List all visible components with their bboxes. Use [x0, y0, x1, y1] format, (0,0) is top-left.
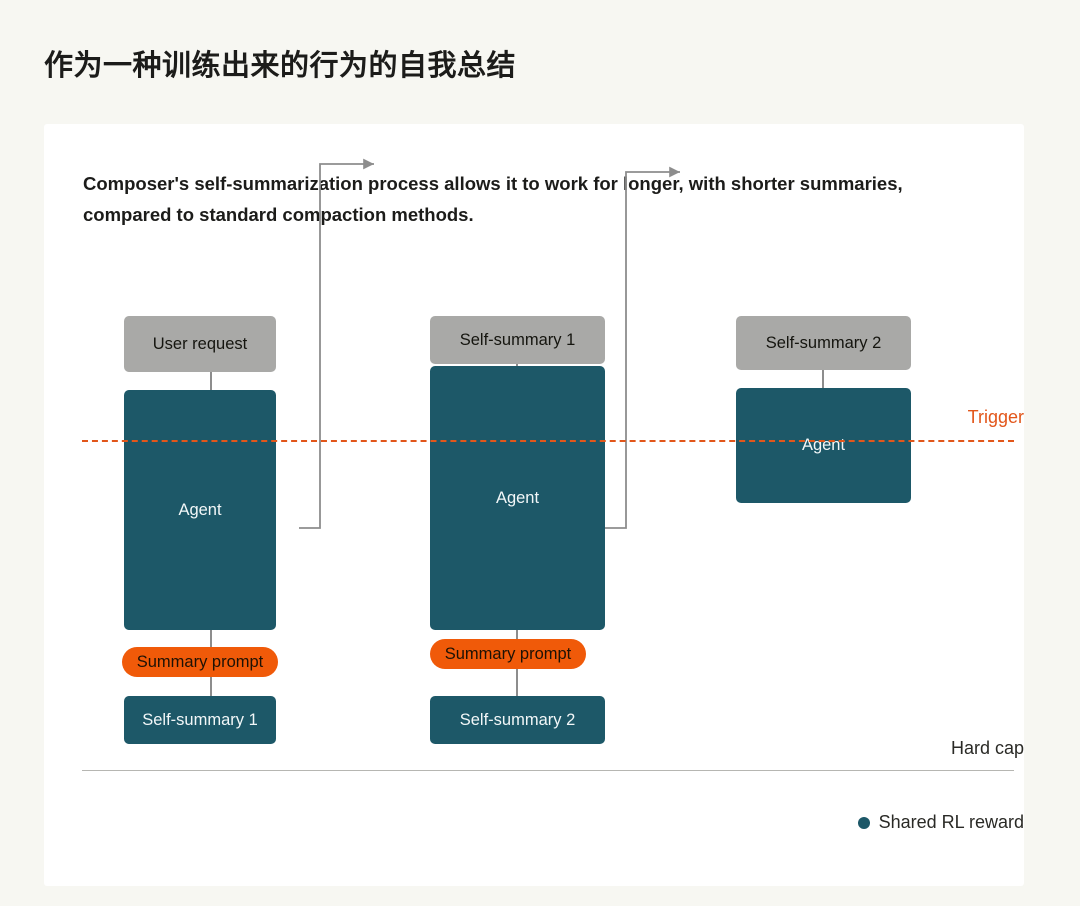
- legend: Shared RL reward: [857, 812, 1024, 833]
- node-agent-col3[interactable]: Agent: [736, 388, 911, 503]
- stem-col3-input: [822, 368, 824, 392]
- pill-summary-prompt-col2[interactable]: Summary prompt: [430, 639, 586, 669]
- card-subtitle: Composer's self-summarization process al…: [83, 173, 903, 225]
- stem-col1-input: [210, 370, 212, 392]
- hard-cap-line: [82, 770, 1014, 771]
- node-self-summary-1-input[interactable]: Self-summary 1: [430, 316, 605, 364]
- node-self-summary-1-col1[interactable]: Self-summary 1: [124, 696, 276, 744]
- hard-cap-label: Hard cap: [950, 738, 1024, 758]
- stem-col1-prompt: [210, 675, 212, 698]
- node-self-summary-2-input[interactable]: Self-summary 2: [736, 316, 911, 370]
- node-agent-col2[interactable]: Agent: [430, 366, 605, 630]
- page-title: 作为一种训练出来的行为的自我总结: [44, 50, 517, 82]
- trigger-label: Trigger: [967, 407, 1024, 427]
- stem-col2-prompt: [516, 667, 518, 698]
- stem-col2-agent: [516, 628, 518, 644]
- connector-col1-to-col2: [299, 158, 374, 529]
- trigger-line: [82, 440, 1014, 442]
- stem-col1-agent: [210, 628, 212, 652]
- node-self-summary-2-col2[interactable]: Self-summary 2: [430, 696, 605, 744]
- flow-diagram: User request Agent Summary prompt Self-s…: [44, 124, 1024, 886]
- connector-col2-to-col3: [605, 166, 680, 529]
- node-user-request[interactable]: User request: [124, 316, 276, 372]
- pill-summary-prompt-col1[interactable]: Summary prompt: [122, 647, 278, 677]
- legend-label: Shared RL reward: [878, 812, 1024, 832]
- diagram-card: Composer's self-summarization process al…: [44, 124, 1024, 886]
- legend-dot-icon: [857, 816, 870, 829]
- node-agent-col1[interactable]: Agent: [124, 390, 276, 630]
